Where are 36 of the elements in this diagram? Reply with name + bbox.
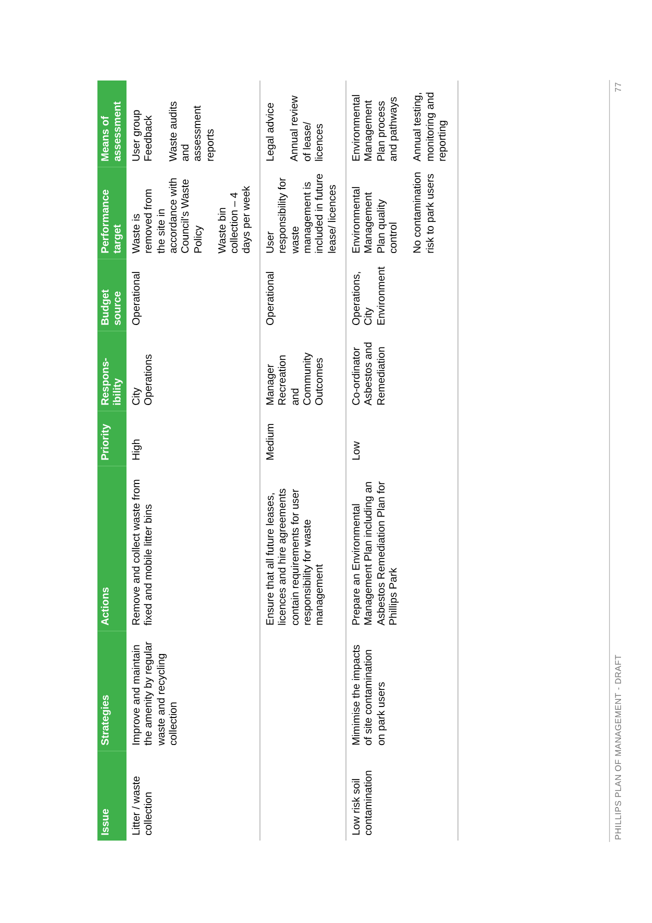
cell-text: Medium bbox=[264, 422, 277, 461]
cell-text: Environmental Management Plan quality control bbox=[350, 185, 400, 254]
cell-text: Litter / waste collection bbox=[130, 775, 156, 836]
cell-text: Environmental Management Plan process and pathways bbox=[350, 93, 400, 162]
cell-text: Improve and maintain the amenity by regular waste and recycling collection bbox=[130, 640, 180, 746]
cell-text: Low risk soil contamination bbox=[350, 769, 376, 836]
cell-text: Remove and collect waste from fixed and mobile litter bins bbox=[130, 478, 156, 626]
column-header: Issue bbox=[97, 750, 127, 841]
cell-text: User group Feedback bbox=[130, 108, 156, 162]
cell-text: Annual review of lease/ licences bbox=[288, 94, 326, 162]
cell-text: Mimimise the impacts of site contamination on park users bbox=[350, 644, 388, 746]
cell-text: Ensure that all future leases, licences and hire agreements contain requirements for user responsibility for waste management bbox=[264, 487, 326, 626]
column-header: Budget source bbox=[97, 258, 127, 331]
cell-text: Low bbox=[350, 440, 363, 461]
cell-text: Waste audits and assessment reports bbox=[167, 100, 216, 162]
column-header: Strategies bbox=[97, 630, 127, 751]
cell-text: Waste is removed from the site in accordance with Council's Waste Policy bbox=[130, 176, 204, 254]
cell-text: Waste bin collection – 4 days per week bbox=[216, 184, 254, 254]
cell-text: Operational bbox=[264, 270, 277, 326]
cell-text: No contamination risk to park users bbox=[412, 172, 436, 254]
column-header: Priority bbox=[97, 410, 127, 466]
cell-text: High bbox=[130, 438, 143, 461]
column-header: Respons-ibility bbox=[97, 330, 127, 411]
cell-text: User responsibility for waste management is included in future lease/ licences bbox=[264, 172, 338, 254]
footer-text: PHILLIPS PLAN OF MANAGEMENT - DRAFT bbox=[612, 654, 624, 840]
cell-text: Operations, City Environment bbox=[350, 266, 388, 326]
cell-text: Manager Recreation and Community Outcomes bbox=[264, 351, 326, 406]
cell-text: City Operations bbox=[130, 353, 156, 406]
cell-text: Legal advice bbox=[264, 102, 277, 162]
column-header: Means of assessment bbox=[97, 80, 127, 167]
cell-text: Co-ordinator Asbestos and Remediation bbox=[350, 340, 388, 406]
column-header: Actions bbox=[97, 466, 127, 631]
cell-text: Operational bbox=[130, 270, 143, 326]
cell-text: Annual testing, monitoring and reporting bbox=[412, 91, 449, 162]
page-number: 77 bbox=[612, 82, 624, 92]
column-header: Performance target bbox=[97, 166, 127, 259]
